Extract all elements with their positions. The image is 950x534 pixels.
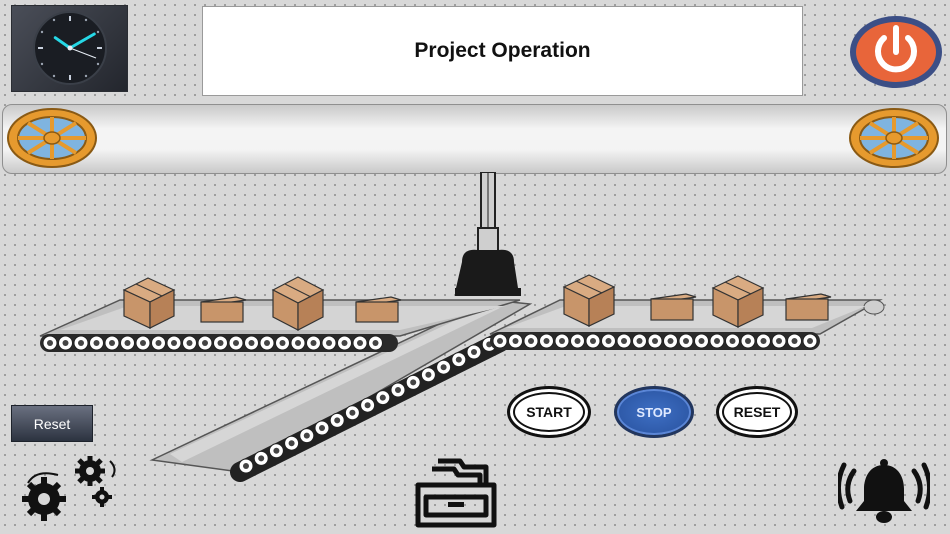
conveyor-roller-hub: [621, 338, 627, 344]
conveyor-scene: [39, 172, 885, 482]
conveyor-roller-hub: [264, 340, 270, 346]
wheel-icon: [849, 108, 939, 168]
box-8: [785, 293, 832, 321]
conveyor-roller-hub: [295, 340, 301, 346]
conveyor-roller-hub: [791, 338, 798, 344]
wheel-right: [848, 107, 940, 169]
conveyor-roller-hub: [140, 340, 146, 346]
conveyor-roller-hub: [279, 340, 286, 346]
file-tray-button[interactable]: [410, 455, 502, 529]
reset-button[interactable]: RESET: [716, 386, 798, 438]
start-button[interactable]: START: [507, 386, 591, 438]
conveyor-roller-hub: [698, 338, 705, 344]
settings-gears-button[interactable]: [22, 455, 122, 525]
conveyor-roller-hub: [807, 338, 813, 344]
conveyor-roller-hub: [233, 340, 239, 346]
conveyor-roller-hub: [574, 338, 581, 344]
wheel-left: [6, 107, 98, 169]
stop-button[interactable]: STOP: [614, 386, 694, 438]
conveyor-roller-hub: [471, 349, 477, 355]
conveyor-roller-hub: [379, 394, 386, 401]
conveyor-roller-hub: [109, 340, 115, 346]
conveyor-roller-hub: [186, 340, 193, 346]
power-button[interactable]: [848, 14, 944, 90]
analog-clock-icon: [33, 11, 107, 85]
conveyor-roller-hub: [243, 463, 249, 469]
conveyor-roller-hub: [93, 340, 100, 346]
conveyor-roller-hub: [349, 409, 356, 416]
conveyor-roller-hub: [729, 338, 736, 344]
conveyor-roller-hub: [760, 338, 767, 344]
gears-icon: [22, 456, 116, 521]
conveyor-roller-hub: [303, 432, 310, 439]
box-1: [122, 277, 176, 329]
box-3: [271, 276, 325, 331]
conveyor-roller-hub: [273, 447, 280, 454]
conveyor-roller-hub: [395, 387, 401, 393]
conveyor-roller-hub: [62, 340, 69, 346]
conveyor-status-bar: [2, 104, 947, 174]
stamper-icon: [455, 172, 521, 296]
conveyor-roller-hub: [590, 338, 596, 344]
conveyor-roller-hub: [667, 338, 674, 344]
conveyor-roller-hub: [372, 340, 379, 346]
conveyor-roller-hub: [605, 338, 612, 344]
alarm-button[interactable]: [836, 457, 932, 525]
conveyor-roller-hub: [334, 417, 341, 424]
conveyor-roller-hub: [636, 338, 643, 344]
conveyor-roller-hub: [78, 340, 84, 346]
conveyor-roller-hub: [440, 364, 447, 371]
diagonal-conveyor: [149, 299, 533, 482]
conveyor-roller-hub: [217, 340, 224, 346]
wheel-icon: [7, 108, 97, 168]
conveyor-roller-hub: [248, 340, 255, 346]
conveyor-roller-hub: [714, 338, 720, 344]
conveyor-roller-hub: [652, 338, 658, 344]
box-7: [711, 275, 765, 328]
title-panel: Project Operation: [202, 6, 803, 96]
box-2: [200, 296, 247, 323]
conveyor-roller-hub: [364, 402, 371, 409]
conveyor-roller-hub: [357, 340, 363, 346]
clock-widget: [11, 5, 128, 92]
conveyor-roller-hub: [528, 338, 534, 344]
conveyor-roller-hub: [288, 440, 295, 447]
conveyor-roller-hub: [171, 340, 177, 346]
conveyor-roller-hub: [745, 338, 751, 344]
conveyor-roller-hub: [47, 340, 53, 346]
conveyor-roller-hub: [155, 340, 162, 346]
conveyor-roller-hub: [341, 340, 348, 346]
file-tray-icon: [415, 458, 497, 528]
power-icon: [850, 16, 942, 88]
alarm-bell-icon: [836, 459, 932, 523]
box-4: [355, 296, 402, 323]
conveyor-roller-hub: [258, 455, 265, 462]
conveyor-roller-hub: [425, 371, 432, 378]
conveyor-roller-hub: [319, 425, 325, 431]
conveyor-roller-hub: [124, 340, 131, 346]
conveyor-roller-hub: [776, 338, 782, 344]
conveyor-roller-hub: [326, 340, 332, 346]
conveyor-roller-hub: [683, 338, 689, 344]
conveyor-roller-hub: [497, 338, 503, 344]
page-title: Project Operation: [414, 39, 591, 62]
conveyor-roller-hub: [410, 379, 417, 386]
conveyor-roller-hub: [543, 338, 550, 344]
conveyor-roller-hub: [310, 340, 317, 346]
conveyor-roller-hub: [559, 338, 565, 344]
conveyor-roller-hub: [455, 356, 462, 363]
reset-button-small[interactable]: Reset: [11, 405, 93, 442]
conveyor-roller-hub: [512, 338, 519, 344]
box-6: [650, 293, 697, 321]
conveyor-roller-hub: [202, 340, 208, 346]
box-5: [562, 274, 616, 327]
